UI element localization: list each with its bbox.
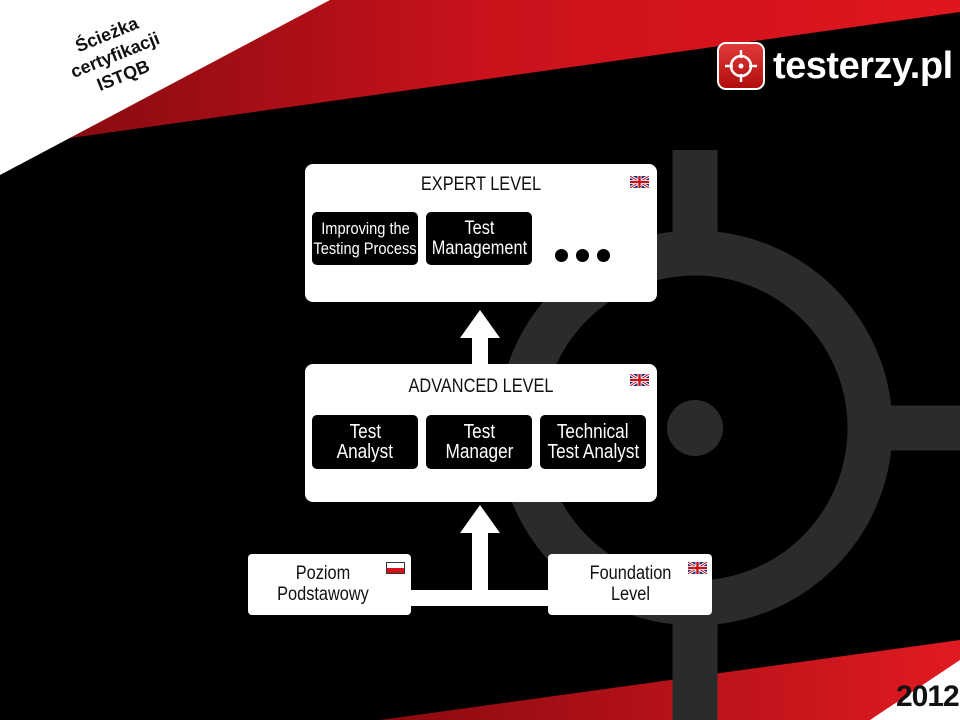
advanced-level-title: ADVANCED LEVEL [408,376,554,397]
uk-flag-icon [630,374,649,386]
foundation-pl-line-2: Podstawowy [277,584,369,605]
year-label: 2012 [896,680,960,713]
uk-flag-icon [630,176,649,188]
crosshair-logo-icon [717,42,765,90]
module-line-1: Technical [557,421,629,443]
module-line-1: Improving the [320,218,410,238]
more-dots-icon [555,249,610,262]
foundation-en-line-1: Foundation [589,563,672,584]
module-line-2: Testing Process [313,238,417,258]
module-line-1: Test [349,421,381,443]
module-line-2: Test Analyst [547,441,639,463]
improving-testing-process-module: Improving the Testing Process [312,212,418,265]
test-analyst-module: Test Analyst [312,415,418,469]
foundation-en-line-2: Level [610,584,651,605]
testerzy-logo: testerzy.pl [717,42,953,90]
test-manager-module: Test Manager [426,415,532,469]
module-line-2: Manager [445,441,513,463]
module-line-2: Management [431,237,527,259]
module-line-1: Test [464,217,494,239]
foundation-en-box: Foundation Level [548,554,712,615]
test-management-module: Test Management [426,212,532,265]
pl-flag-icon [386,562,405,574]
technical-test-analyst-module: Technical Test Analyst [540,415,646,469]
expert-level-title: EXPERT LEVEL [420,174,542,195]
module-line-1: Test [463,421,495,443]
foundation-pl-line-1: Poziom [295,563,351,584]
arrows [405,310,555,606]
uk-flag-icon [688,562,707,574]
logo-text: testerzy.pl [773,44,953,87]
module-line-2: Analyst [336,441,394,463]
foundation-pl-box: Poziom Podstawowy [248,554,411,615]
